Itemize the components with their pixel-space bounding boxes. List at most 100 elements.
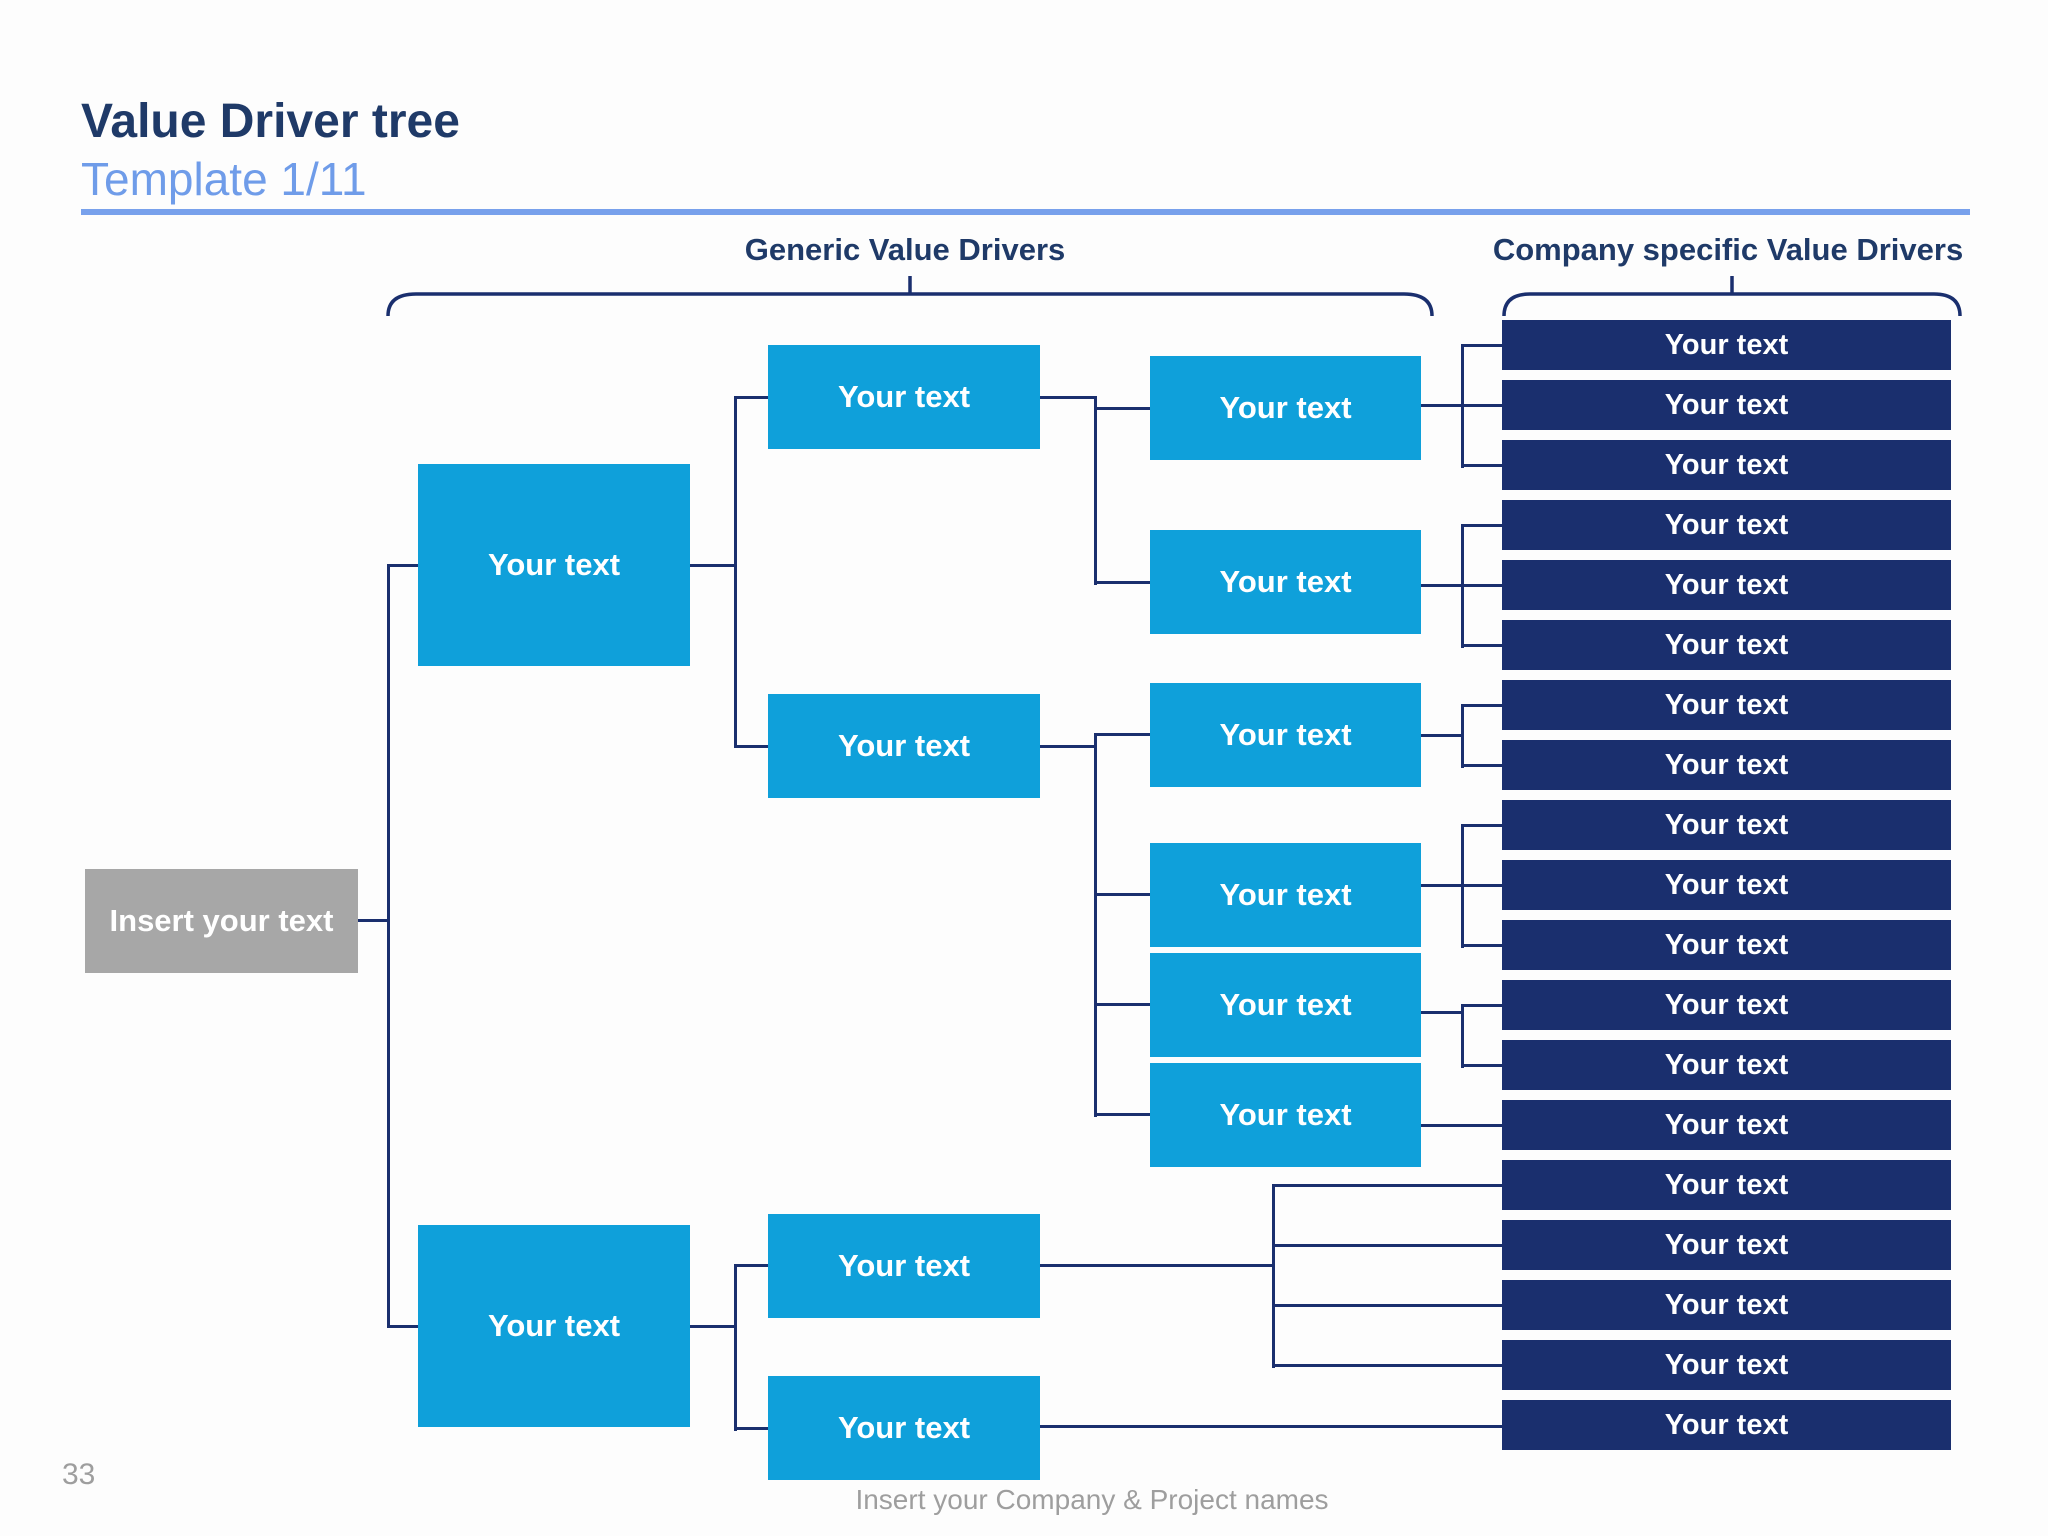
connector-line (690, 1325, 735, 1328)
root-node[interactable]: Insert your text (85, 869, 358, 973)
connector-line (1038, 1425, 1502, 1428)
connector-line (735, 745, 768, 748)
connector-line (1462, 944, 1502, 947)
connector-line (690, 564, 735, 567)
company-bar-label: Your text (1664, 808, 1789, 841)
connector-line (1095, 1113, 1150, 1116)
company-bar-label: Your text (1664, 928, 1789, 961)
generic-brace (386, 276, 1434, 317)
tree-node-l4-6[interactable]: Your text (1150, 1063, 1421, 1167)
company-bar-label: Your text (1664, 1288, 1789, 1321)
connector-line (388, 1325, 418, 1328)
connector-line (1273, 1304, 1502, 1307)
connector-line (1095, 581, 1150, 584)
connector-line (1461, 344, 1464, 468)
connector-line (1038, 1264, 1273, 1267)
footer-note: Insert your Company & Project names (855, 1484, 1329, 1515)
company-bar-label: Your text (1664, 868, 1789, 901)
company-bar-label: Your text (1664, 508, 1789, 541)
title-underline (81, 209, 1970, 215)
company-bar-label: Your text (1664, 1228, 1789, 1261)
connector-line (1462, 524, 1502, 527)
company-bar[interactable]: Your text (1502, 440, 1951, 490)
company-bar[interactable]: Your text (1502, 980, 1951, 1030)
connector-line (1095, 407, 1150, 410)
connector-line (1094, 733, 1097, 1117)
connector-line (1462, 824, 1502, 827)
company-bar[interactable]: Your text (1502, 1040, 1951, 1090)
connector-line (1421, 1011, 1462, 1014)
connector-line (1272, 1184, 1275, 1368)
connector-line (1462, 704, 1502, 707)
company-bar[interactable]: Your text (1502, 320, 1951, 370)
connector-line (1273, 1244, 1502, 1247)
company-bar-label: Your text (1664, 688, 1789, 721)
connector-line (734, 1264, 737, 1431)
generic-drivers-label: Generic Value Drivers (744, 232, 1066, 267)
tree-node-l4-2[interactable]: Your text (1150, 530, 1421, 634)
connector-line (1462, 1064, 1502, 1067)
connector-line (734, 396, 737, 748)
connector-line (1461, 824, 1464, 948)
connector-line (1273, 1364, 1502, 1367)
connector-line (1040, 396, 1095, 399)
tree-node-l2-1[interactable]: Your text (418, 464, 690, 666)
tree-node-l4-4[interactable]: Your text (1150, 843, 1421, 947)
company-bar-label: Your text (1664, 328, 1789, 361)
connector-line (1462, 764, 1502, 767)
company-bar[interactable]: Your text (1502, 860, 1951, 910)
company-bar[interactable]: Your text (1502, 1340, 1951, 1390)
tree-node-l4-1[interactable]: Your text (1150, 356, 1421, 460)
company-bar[interactable]: Your text (1502, 740, 1951, 790)
connector-line (735, 396, 768, 399)
connector-line (1040, 745, 1095, 748)
tree-node-l3-3[interactable]: Your text (768, 1214, 1040, 1318)
connector-line (1461, 524, 1464, 648)
tree-node-l3-1[interactable]: Your text (768, 345, 1040, 449)
company-bar[interactable]: Your text (1502, 1220, 1951, 1270)
tree-node-l2-2[interactable]: Your text (418, 1225, 690, 1427)
tree-node-l3-4[interactable]: Your text (768, 1376, 1040, 1480)
connector-line (1095, 733, 1150, 736)
company-bar[interactable]: Your text (1502, 920, 1951, 970)
company-bar[interactable]: Your text (1502, 680, 1951, 730)
company-bar-label: Your text (1664, 448, 1789, 481)
company-bar-label: Your text (1664, 1048, 1789, 1081)
company-bar[interactable]: Your text (1502, 1100, 1951, 1150)
company-bar[interactable]: Your text (1502, 560, 1951, 610)
company-bar[interactable]: Your text (1502, 1160, 1951, 1210)
company-bar-label: Your text (1664, 988, 1789, 1021)
company-bar-label: Your text (1664, 1108, 1789, 1141)
connector-line (387, 564, 390, 1328)
connector-line (1095, 893, 1150, 896)
company-bar[interactable]: Your text (1502, 380, 1951, 430)
company-bar[interactable]: Your text (1502, 800, 1951, 850)
company-bar[interactable]: Your text (1502, 1280, 1951, 1330)
page-number: 33 (62, 1458, 96, 1491)
connector-line (735, 1427, 768, 1430)
company-bar-label: Your text (1664, 628, 1789, 661)
page-title: Value Driver tree (81, 95, 460, 148)
company-bar-label: Your text (1664, 1168, 1789, 1201)
connector-line (358, 919, 388, 922)
connector-line (1095, 1003, 1150, 1006)
connector-line (735, 1264, 768, 1267)
company-bar-label: Your text (1664, 388, 1789, 421)
connector-line (1461, 1004, 1464, 1068)
connector-line (1421, 1124, 1502, 1127)
tree-node-l4-5[interactable]: Your text (1150, 953, 1421, 1057)
connector-line (1421, 734, 1462, 737)
company-bar[interactable]: Your text (1502, 620, 1951, 670)
company-bar[interactable]: Your text (1502, 1400, 1951, 1450)
tree-node-l4-3[interactable]: Your text (1150, 683, 1421, 787)
connector-line (1462, 464, 1502, 467)
company-bar[interactable]: Your text (1502, 500, 1951, 550)
company-bar-label: Your text (1664, 1408, 1789, 1441)
connector-line (1461, 704, 1464, 768)
tree-node-l3-2[interactable]: Your text (768, 694, 1040, 798)
connector-line (1462, 644, 1502, 647)
connector-line (1462, 344, 1502, 347)
company-bar-label: Your text (1664, 748, 1789, 781)
connector-line (1094, 396, 1097, 585)
